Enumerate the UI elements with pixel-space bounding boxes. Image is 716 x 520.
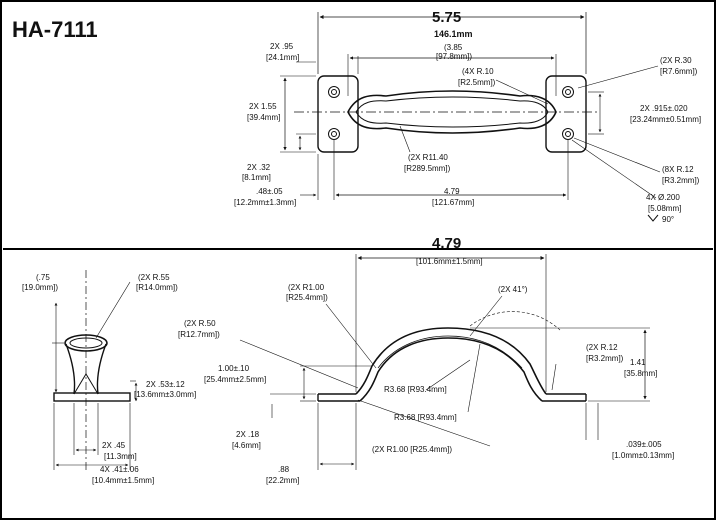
hole-bottom-left <box>328 128 340 140</box>
end-base-mm: [11.3mm] <box>104 452 137 461</box>
hole-spacing-mm: [121.67mm] <box>432 198 474 207</box>
end-top-radius-mm: [R14.0mm]) <box>136 283 178 292</box>
inner-radius: R3.68 [R93.4mm] <box>384 385 447 394</box>
radius-50-mm: [R12.7mm]) <box>178 330 220 339</box>
rise-in: 1.00±.10 <box>218 364 250 373</box>
top-view <box>280 12 661 222</box>
base-width-mm: [24.1mm] <box>266 53 299 62</box>
hole-pitch-mm: [23.24mm±0.51mm] <box>630 115 701 124</box>
foot-height-mm: [4.6mm] <box>232 441 261 450</box>
angle-label: (2X 41°) <box>498 285 528 294</box>
left-base-plate <box>317 75 359 153</box>
end-overall-mm: [10.4mm±1.5mm] <box>92 476 154 485</box>
radius-2-label: (2X R1.00 [R25.4mm]) <box>372 445 452 454</box>
grip-length-in: (3.85 <box>444 43 463 52</box>
radius-11-40-mm: [R289.5mm]) <box>404 164 451 173</box>
side-height-in: 1.41 <box>630 358 646 367</box>
hole-offset-mm: [8.1mm] <box>242 173 271 182</box>
radius-12-mm: [R3.2mm]) <box>662 176 700 185</box>
hole-pitch-in: 2X .915±.020 <box>640 104 688 113</box>
rise-mm: [25.4mm±2.5mm] <box>204 375 266 384</box>
hole-top-left-inner <box>331 89 337 95</box>
thickness-in: .039±.005 <box>626 440 662 449</box>
end-overall-in: 4X .41±.06 <box>100 465 139 474</box>
base-height-in: 2X 1.55 <box>249 102 277 111</box>
foot-height-in: 2X .18 <box>236 430 260 439</box>
overall-length-mm: 146.1mm <box>434 29 473 39</box>
foot-len-in: .88 <box>278 465 290 474</box>
hole-bottom-right-inner <box>565 131 571 137</box>
hole-offset-in: 2X .32 <box>247 163 271 172</box>
corner-radius-in: (2X R.30 <box>660 56 692 65</box>
hole-dia-in: 4X Ø.200 <box>646 193 680 202</box>
end-height-mm: [19.0mm]) <box>22 283 58 292</box>
part-number-title: HA-7111 <box>12 17 98 42</box>
right-base-plate <box>545 75 587 153</box>
radius-10-mm: [R2.5mm]) <box>458 78 496 87</box>
end-top-radius-in: (2X R.55 <box>138 273 170 282</box>
hole-spacing-in: 4.79 <box>444 187 460 196</box>
hole-bottom-left-inner <box>331 131 337 137</box>
outer-radius: R3.68 [R93.4mm] <box>394 413 457 422</box>
arch-inner <box>359 337 543 402</box>
end-foot-width-mm: [13.6mm±3.0mm] <box>134 390 196 399</box>
end-foot-width-in: 2X .53±.12 <box>146 380 185 389</box>
end-height-in: (.75 <box>36 273 50 282</box>
hole-top-right-inner <box>565 89 571 95</box>
hole-top-right <box>562 86 574 98</box>
radius-50-in: (2X R.50 <box>184 319 216 328</box>
end-base-in: 2X .45 <box>102 441 126 450</box>
span-mm: [101.6mm±1.5mm] <box>416 257 483 266</box>
corner-radius-mm: [R7.6mm]) <box>660 67 698 76</box>
foot-len-mm: [22.2mm] <box>266 476 299 485</box>
radius-12-in: (8X R.12 <box>662 165 694 174</box>
hole-dia-mm: [5.08mm] <box>648 204 681 213</box>
hole-bottom-right <box>562 128 574 140</box>
side-radius-12-mm: [R3.2mm]) <box>586 354 624 363</box>
side-radius-12-in: (2X R.12 <box>586 343 618 352</box>
radius-1-mm: [R25.4mm]) <box>286 293 328 302</box>
csk-angle: 90° <box>662 215 674 224</box>
arch-outer <box>355 327 547 395</box>
base-height-mm: [39.4mm] <box>247 113 280 122</box>
span-in: 4.79 <box>432 235 461 252</box>
end-foot <box>53 392 131 402</box>
base-width-in: 2X .95 <box>270 42 294 51</box>
hole-top-left <box>328 86 340 98</box>
overall-length-in: 5.75 <box>432 9 461 26</box>
side-view <box>239 254 650 470</box>
radius-11-40-in: (2X R11.40 <box>408 153 448 162</box>
radius-1-in: (2X R1.00 <box>288 283 325 292</box>
thickness-mm: [1.0mm±0.13mm] <box>612 451 674 460</box>
edge-dist-mm: [12.2mm±1.3mm] <box>234 198 296 207</box>
side-height-mm: [35.8mm] <box>624 369 657 378</box>
grip-length-mm: [97.8mm]) <box>436 52 472 61</box>
radius-10-in: (4X R.10 <box>462 67 494 76</box>
end-view <box>52 270 138 470</box>
edge-dist-in: .48±.05 <box>256 187 283 196</box>
